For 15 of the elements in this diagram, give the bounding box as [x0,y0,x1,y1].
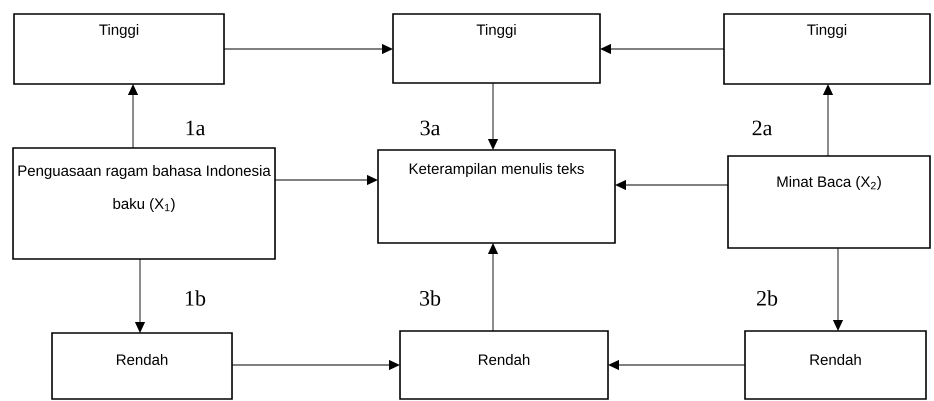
process-box: Minat Baca (X$_{2}$) [727,155,931,249]
process-box: Penguasaan ragam bahasa Indonesia baku (X$_{1}$) [12,147,276,260]
path-label: 2b [756,290,778,306]
process-box: Tinggi [723,13,931,85]
process-box: Rendah [744,330,927,400]
process-box: Tinggi [13,13,225,85]
process-box: Keterampilan menulis teks [377,149,616,244]
path-label: 3a [420,120,440,136]
path-label: 2a [752,120,772,136]
path-label: 1b [186,290,206,306]
process-box: Rendah [399,330,609,400]
path-label: 3b [420,290,440,306]
process-box: Tinggi [392,13,601,84]
path-label: 1a [186,120,206,136]
process-box: Rendah [51,332,233,400]
